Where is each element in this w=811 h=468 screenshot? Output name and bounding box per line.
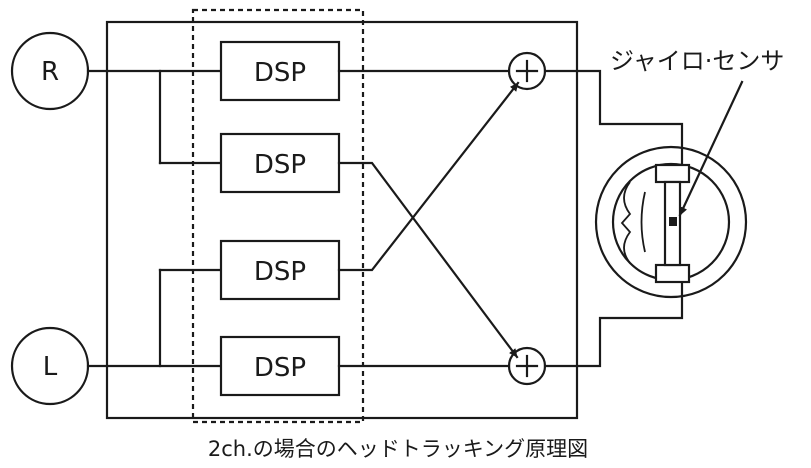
listener-head	[594, 145, 748, 299]
dsp-block-1-label: DSP	[254, 58, 306, 88]
headphone-bottom-cup	[654, 263, 691, 284]
gyro-sensor-label: ジャイロ·センサ	[610, 47, 784, 75]
sum-junction-top	[507, 51, 547, 91]
l-wiring	[86, 268, 223, 368]
sum-junction-bottom	[507, 346, 547, 386]
input-r-label: R	[41, 57, 59, 87]
dsp-block-1	[219, 40, 341, 102]
dsp-group-outline	[191, 8, 365, 424]
input-l-label: L	[43, 352, 58, 382]
dsp-output-wiring	[337, 69, 520, 368]
dsp-block-4-label: DSP	[254, 353, 306, 383]
face-profile	[620, 181, 632, 264]
sensor-pointer	[678, 80, 744, 217]
diagram-caption: 2ch.の場合のヘッドトラッキング原理図	[208, 437, 588, 461]
dsp-block-3-label: DSP	[254, 257, 306, 287]
headphone-top-cup	[654, 163, 691, 184]
r-wiring	[86, 69, 223, 165]
dsp-block-2-label: DSP	[254, 150, 306, 180]
face-inner-line	[640, 191, 646, 253]
processing-frame	[105, 20, 579, 420]
gyro-sensor-dot	[669, 217, 677, 226]
headphone-wiring	[543, 69, 684, 368]
head-outer-ring	[594, 145, 748, 299]
